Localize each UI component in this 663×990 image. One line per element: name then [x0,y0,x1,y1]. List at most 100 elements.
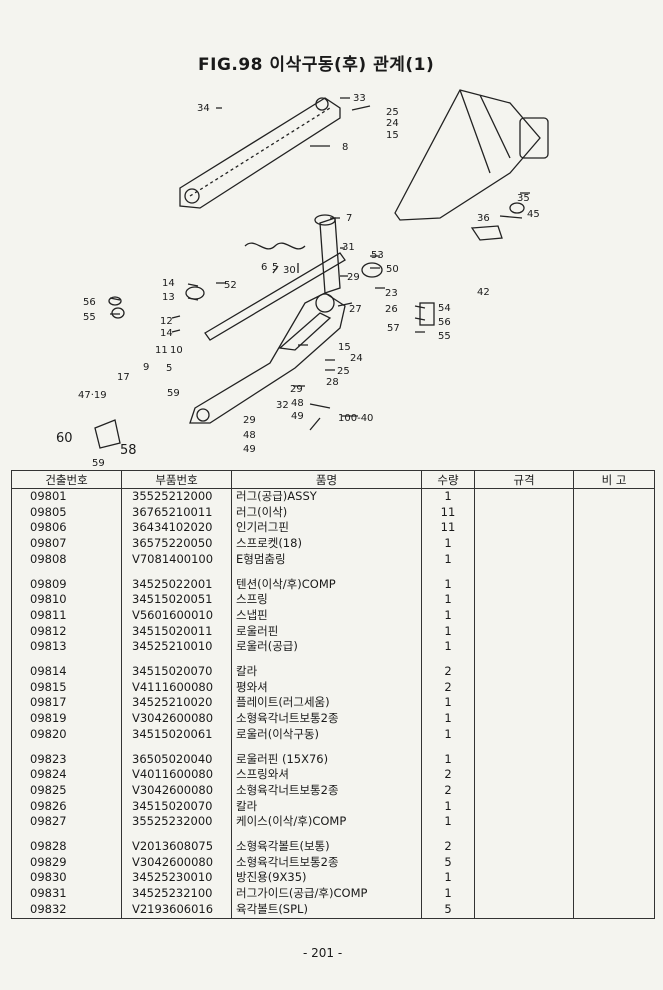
part-no-cell: 36575220050 [121,536,232,552]
callout-33: 33 [353,93,366,104]
callout-36: 36 [477,213,490,224]
table-spacer-row [11,655,655,665]
quantity-cell: 2 [421,664,475,680]
spec-cell [474,711,574,727]
ref-no-cell: 09825 [11,782,122,799]
spec-cell [474,536,574,552]
part-name-cell: 스프로켓(18) [231,536,422,552]
ref-no-cell: 09830 [11,870,122,887]
table-spacer-row [11,830,655,840]
callout-31: 31 [342,242,355,253]
ref-no-cell: 09824 [11,767,122,783]
spec-cell [474,782,574,799]
remarks-cell [573,695,655,712]
part-no-cell: V4011600080 [121,767,232,783]
spec-cell [474,839,574,855]
quantity-cell: 11 [421,504,475,521]
callout-15: 15 [386,130,399,141]
callout-30: 30 [283,265,296,276]
callout-14b: 14 [160,328,173,339]
ref-no-cell: 09801 [11,488,122,505]
spec-cell [474,623,574,640]
part-no-cell: V3042600080 [121,711,232,727]
callout-11: 11 [155,345,168,356]
remarks-cell [573,726,655,743]
table-header-row: 건출번호 부품번호 품명 수량 규격 비 고 [11,470,655,489]
part-name-cell: 방진용(9X35) [231,870,422,887]
callout-54: 54 [438,303,451,314]
diagram-callouts: 34 33 25 24 15 8 35 45 36 7 31 53 50 42 … [56,93,540,469]
callout-42: 42 [477,287,490,298]
spec-cell [474,886,574,902]
header-ref-no: 건출번호 [11,470,122,489]
header-spec: 규격 [474,470,574,489]
callout-13: 13 [162,292,175,303]
part-name-cell: 소형육각너트보통2종 [231,854,422,871]
part-no-cell: 34515020070 [121,798,232,815]
part-no-cell: 34515020070 [121,664,232,680]
part-name-cell: 케이스(이삭/후)COMP [231,814,422,831]
callout-25: 25 [386,107,399,118]
quantity-cell: 1 [421,751,475,768]
part-no-cell: 35525232000 [121,814,232,831]
callout-10: 10 [170,345,183,356]
part-no-cell: 34525210020 [121,695,232,712]
ref-no-cell: 09805 [11,504,122,521]
spec-cell [474,798,574,815]
ref-no-cell: 09814 [11,664,122,680]
spec-cell [474,814,574,831]
callout-59b: 59 [92,458,105,468]
callout-56b: 56 [438,317,451,328]
callout-49b: 49 [243,444,256,455]
callout-6: 6 [261,262,267,273]
callout-60: 60 [56,431,73,446]
callout-9: 9 [143,362,149,373]
callout-32: 32 [276,400,289,411]
callout-58: 58 [120,443,137,458]
exploded-parts-diagram: 34 33 25 24 15 8 35 45 36 7 31 53 50 42 … [40,78,640,469]
part-name-cell: 소형육각너트보통2종 [231,782,422,799]
spec-cell [474,639,574,656]
spec-cell [474,726,574,743]
part-no-cell: V3042600080 [121,854,232,871]
quantity-cell: 1 [421,639,475,656]
spec-cell [474,767,574,783]
quantity-cell: 11 [421,520,475,537]
callout-47-19: 47·19 [78,390,107,401]
callout-5b: 5 [166,363,172,374]
remarks-cell [573,639,655,656]
part-name-cell: 로울러핀 (15X76) [231,751,422,768]
callout-35: 35 [517,193,530,204]
callout-14: 14 [162,278,175,289]
callout-5: 5 [272,262,278,273]
callout-34: 34 [197,103,210,114]
callout-100-40: 100-40 [338,413,373,424]
part-name-cell: E형멈춤링 [231,551,422,568]
part-no-cell: 36765210011 [121,504,232,521]
remarks-cell [573,798,655,815]
part-no-cell: V2013608075 [121,839,232,855]
part-name-cell: 로울러(공급) [231,639,422,656]
callout-29: 29 [347,272,360,283]
part-no-cell: V7081400100 [121,551,232,568]
callout-55: 55 [83,312,96,323]
table-spacer-row [11,567,655,577]
callout-53: 53 [371,250,384,261]
part-no-cell: 34515020051 [121,592,232,608]
quantity-cell: 1 [421,551,475,568]
ref-no-cell: 09807 [11,536,122,552]
part-no-cell: 34525232100 [121,886,232,902]
remarks-cell [573,751,655,768]
